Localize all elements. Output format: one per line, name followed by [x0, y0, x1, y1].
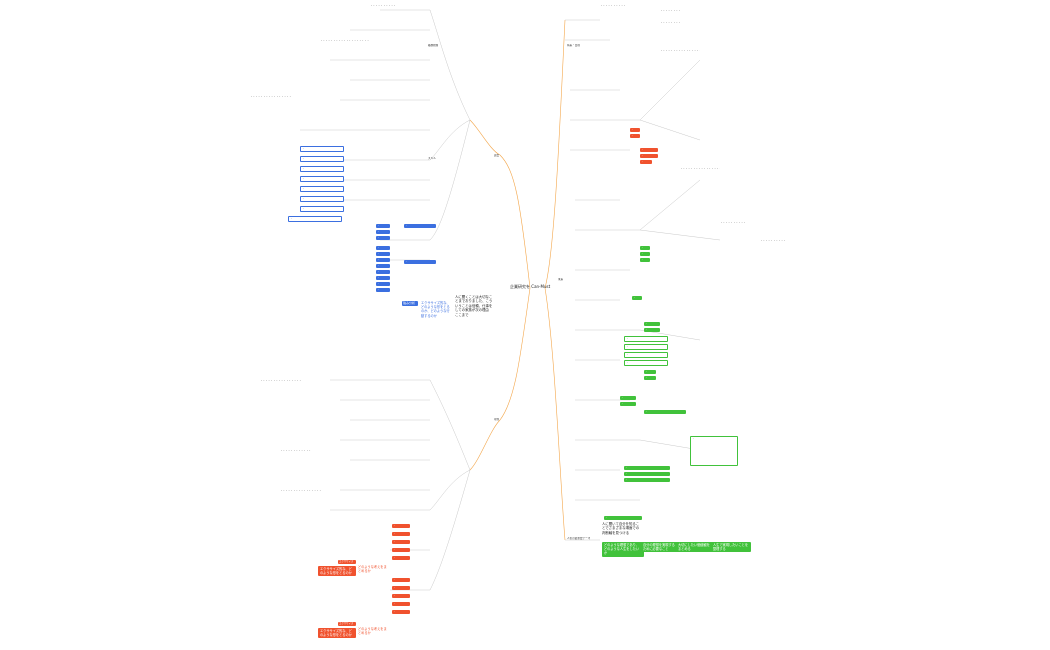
goals-label[interactable]: 将来・目標	[567, 44, 580, 47]
left-summary-text: 人に聞くことは大切なことまでおりました、こういうことは信頼、仕事をしての家族が次…	[455, 295, 493, 317]
text-node[interactable]: ・・・・・・・・・・・・	[280, 450, 312, 453]
red-tag-right[interactable]: ・	[640, 154, 658, 158]
blue-outline-tag[interactable]: ・	[300, 166, 344, 172]
red-question-text-2: どのような考えをまとめるか	[358, 627, 387, 636]
green-tag[interactable]: ・	[644, 376, 656, 380]
text-node[interactable]: ・・・・・・・・・・	[370, 5, 396, 8]
green-tag[interactable]: ・	[640, 258, 650, 262]
red-tag-right[interactable]: ・	[630, 128, 640, 132]
strength-badge[interactable]: 強み分析	[402, 301, 418, 306]
green-tag-wide[interactable]: ・	[624, 472, 670, 476]
red-tag[interactable]: ・	[392, 540, 410, 544]
green-outline-tag[interactable]: ・	[624, 360, 668, 366]
text-node[interactable]: ・・・・・・・・・・・・・・・・・・・・	[680, 168, 720, 171]
red-tag[interactable]: ・	[392, 610, 410, 614]
green-outline-tag[interactable]: ・	[624, 344, 668, 350]
green-tag-wide[interactable]: ・	[624, 466, 670, 470]
blue-tag[interactable]: ・	[376, 252, 390, 256]
goal-box-2[interactable]: 自分の理想を実現するために必要なこと	[641, 542, 679, 553]
branch-future-label[interactable]: 未来	[558, 278, 564, 281]
text-node[interactable]: ・・・・・・・・・・・・・・・・・・・・・・・・・	[320, 40, 370, 43]
blue-outline-tag[interactable]: ・	[300, 176, 344, 182]
red-tag[interactable]: ・	[392, 556, 410, 560]
blue-outline-tag[interactable]: ・	[288, 216, 342, 222]
green-outline-tag[interactable]: ・	[624, 352, 668, 358]
blue-tag[interactable]: ・	[376, 276, 390, 280]
red-tag-right[interactable]: ・	[640, 160, 652, 164]
bottom-note: 人に聞いて自分を知ることでさまざまな場面での判断軸を見つける	[602, 522, 640, 535]
red-tag[interactable]: ・	[392, 524, 410, 528]
blue-tag[interactable]: ・	[376, 264, 390, 268]
blue-tag-wide[interactable]: ・	[404, 260, 436, 264]
blue-tag[interactable]: ・	[376, 230, 390, 234]
right-secondary-lines	[565, 19, 721, 541]
skills-label[interactable]: スキル	[428, 157, 436, 160]
text-node[interactable]: ・・・・・・・・・・	[600, 5, 626, 8]
green-tag[interactable]: ・	[632, 296, 642, 300]
blue-tag[interactable]: ・	[376, 224, 390, 228]
branch-past-label[interactable]: 過去	[494, 154, 500, 157]
branch-present-label[interactable]: 現在	[494, 418, 500, 421]
text-node[interactable]: ・・・・・・・・・・・・・・・・	[280, 490, 322, 493]
red-tag[interactable]: ・	[392, 548, 410, 552]
green-tag[interactable]: ・	[620, 396, 636, 400]
left-question-text: エクササイズ的な、どのような形をとるのか、どのような行動するのか	[421, 301, 450, 318]
red-tag[interactable]: ・	[392, 594, 410, 598]
green-tag[interactable]: ・	[644, 370, 656, 374]
main-branches	[469, 19, 566, 541]
text-node[interactable]: ・・・・・・・・・・	[720, 222, 746, 225]
blue-outline-tag[interactable]: ・	[300, 156, 344, 162]
left-secondary-lines	[300, 9, 471, 591]
text-node[interactable]: ・・・・・・・・	[660, 10, 681, 13]
red-tag-label-2[interactable]: エクササイズ	[338, 622, 356, 626]
text-node[interactable]: ・・・・・・・・・・	[760, 240, 786, 243]
blue-tag[interactable]: ・	[376, 288, 390, 292]
red-tag[interactable]: ・	[392, 532, 410, 536]
red-tag[interactable]: ・	[392, 586, 410, 590]
blue-outline-tag[interactable]: ・	[300, 146, 344, 152]
green-tag[interactable]: ・	[644, 322, 660, 326]
text-node[interactable]: ・・・・・・・・・・・・・・・・	[260, 380, 302, 383]
green-tag-wide[interactable]: ・	[604, 516, 642, 520]
green-tag-wide[interactable]: ・	[624, 478, 670, 482]
blue-outline-tag[interactable]: ・	[300, 196, 344, 202]
green-outline-box[interactable]: ・	[690, 436, 738, 466]
red-question-box-2[interactable]: エクササイズ的な、どのような形をとるのか	[318, 628, 356, 639]
green-tag-wide[interactable]: ・	[644, 410, 686, 414]
blue-tag[interactable]: ・	[376, 246, 390, 250]
green-tag[interactable]: ・	[644, 328, 660, 332]
blue-tag[interactable]: ・	[376, 282, 390, 286]
blue-outline-tag[interactable]: ・	[300, 186, 344, 192]
red-question-box[interactable]: エクササイズ的な、どのような形をとるのか	[318, 566, 356, 577]
work-history-label[interactable]: 職務経験	[428, 44, 439, 47]
goal-box-3[interactable]: 大切にしたい価値観をまとめる	[676, 542, 714, 553]
red-tag-right[interactable]: ・	[630, 134, 640, 138]
root-node[interactable]: 企業研究を Can-Must	[510, 284, 551, 289]
green-tag[interactable]: ・	[620, 402, 636, 406]
text-node[interactable]: ・・・・・・・・・・・・・・・・・・・・・・・・・・・・・・	[660, 50, 700, 53]
text-node[interactable]: ・・・・・・・・・・・・・・・・	[250, 96, 292, 99]
goal-box-4[interactable]: 人生で実現したいことを整理する	[711, 542, 751, 553]
green-tag[interactable]: ・	[640, 246, 650, 250]
red-tag-right[interactable]: ・	[640, 148, 658, 152]
blue-tag[interactable]: ・	[376, 236, 390, 240]
text-node[interactable]: ・・・・・・・・	[660, 22, 681, 25]
blue-tag[interactable]: ・	[376, 270, 390, 274]
green-tag[interactable]: ・	[640, 252, 650, 256]
red-question-text: どのような考えをまとめるか	[358, 565, 387, 574]
red-tag-label[interactable]: エクササイズ	[338, 560, 356, 564]
blue-outline-tag[interactable]: ・	[300, 206, 344, 212]
goal-box-1[interactable]: どのような理想であり、どのような人生をしたいか	[602, 542, 644, 557]
red-tag[interactable]: ・	[392, 578, 410, 582]
theme-label[interactable]: 人生の最重要テーマ	[567, 537, 591, 540]
red-tag[interactable]: ・	[392, 602, 410, 606]
blue-tag-wide[interactable]: ・	[404, 224, 436, 228]
blue-tag[interactable]: ・	[376, 258, 390, 262]
green-outline-tag[interactable]: ・	[624, 336, 668, 342]
